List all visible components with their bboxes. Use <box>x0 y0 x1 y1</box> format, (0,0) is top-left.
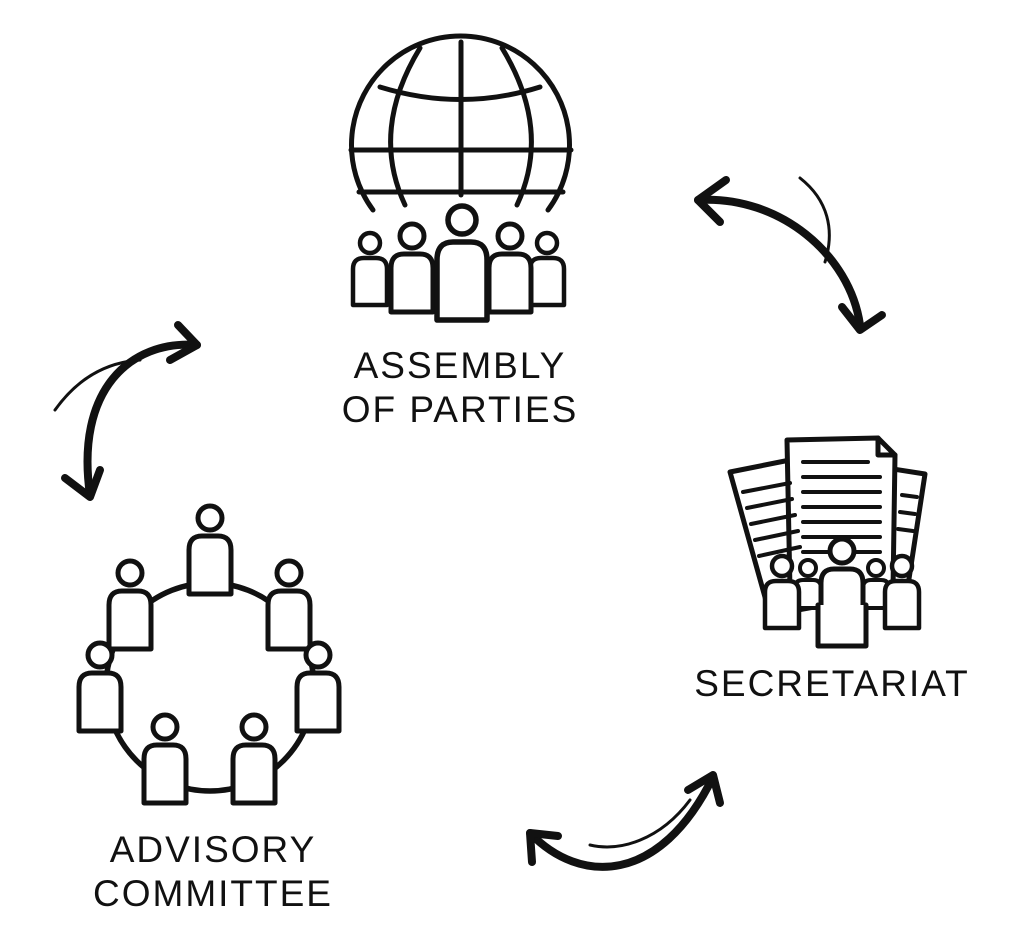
person-icon <box>268 561 310 649</box>
label-line: OF PARTIES <box>341 389 579 430</box>
person-icon <box>885 556 919 628</box>
person-icon <box>189 506 231 594</box>
label-line: SECRETARIAT <box>694 663 970 704</box>
person-body-extension <box>815 602 869 649</box>
arrow-assembly-secretariat <box>694 176 886 334</box>
person-icon <box>109 561 151 649</box>
globe <box>348 33 574 213</box>
advisory-committee-label: ADVISORY COMMITTEE <box>53 828 373 916</box>
globe-with-people-icon <box>348 33 574 320</box>
assembly-of-parties-label: ASSEMBLY OF PARTIES <box>300 344 620 432</box>
person-icon <box>530 233 564 305</box>
documents-with-people-icon <box>727 435 928 649</box>
person-icon <box>489 224 531 312</box>
label-line: COMMITTEE <box>93 873 333 914</box>
person-icon <box>353 233 387 305</box>
person-icon <box>437 206 487 320</box>
person-icon <box>765 556 799 628</box>
label-line: ADVISORY <box>109 829 317 870</box>
arrow-secretariat-advisory <box>526 771 724 871</box>
label-line: ASSEMBLY <box>353 345 567 386</box>
round-table-meeting-icon <box>79 506 339 803</box>
person-icon <box>391 224 433 312</box>
secretariat-label: SECRETARIAT <box>672 662 992 706</box>
arrow-advisory-assembly <box>53 321 201 501</box>
